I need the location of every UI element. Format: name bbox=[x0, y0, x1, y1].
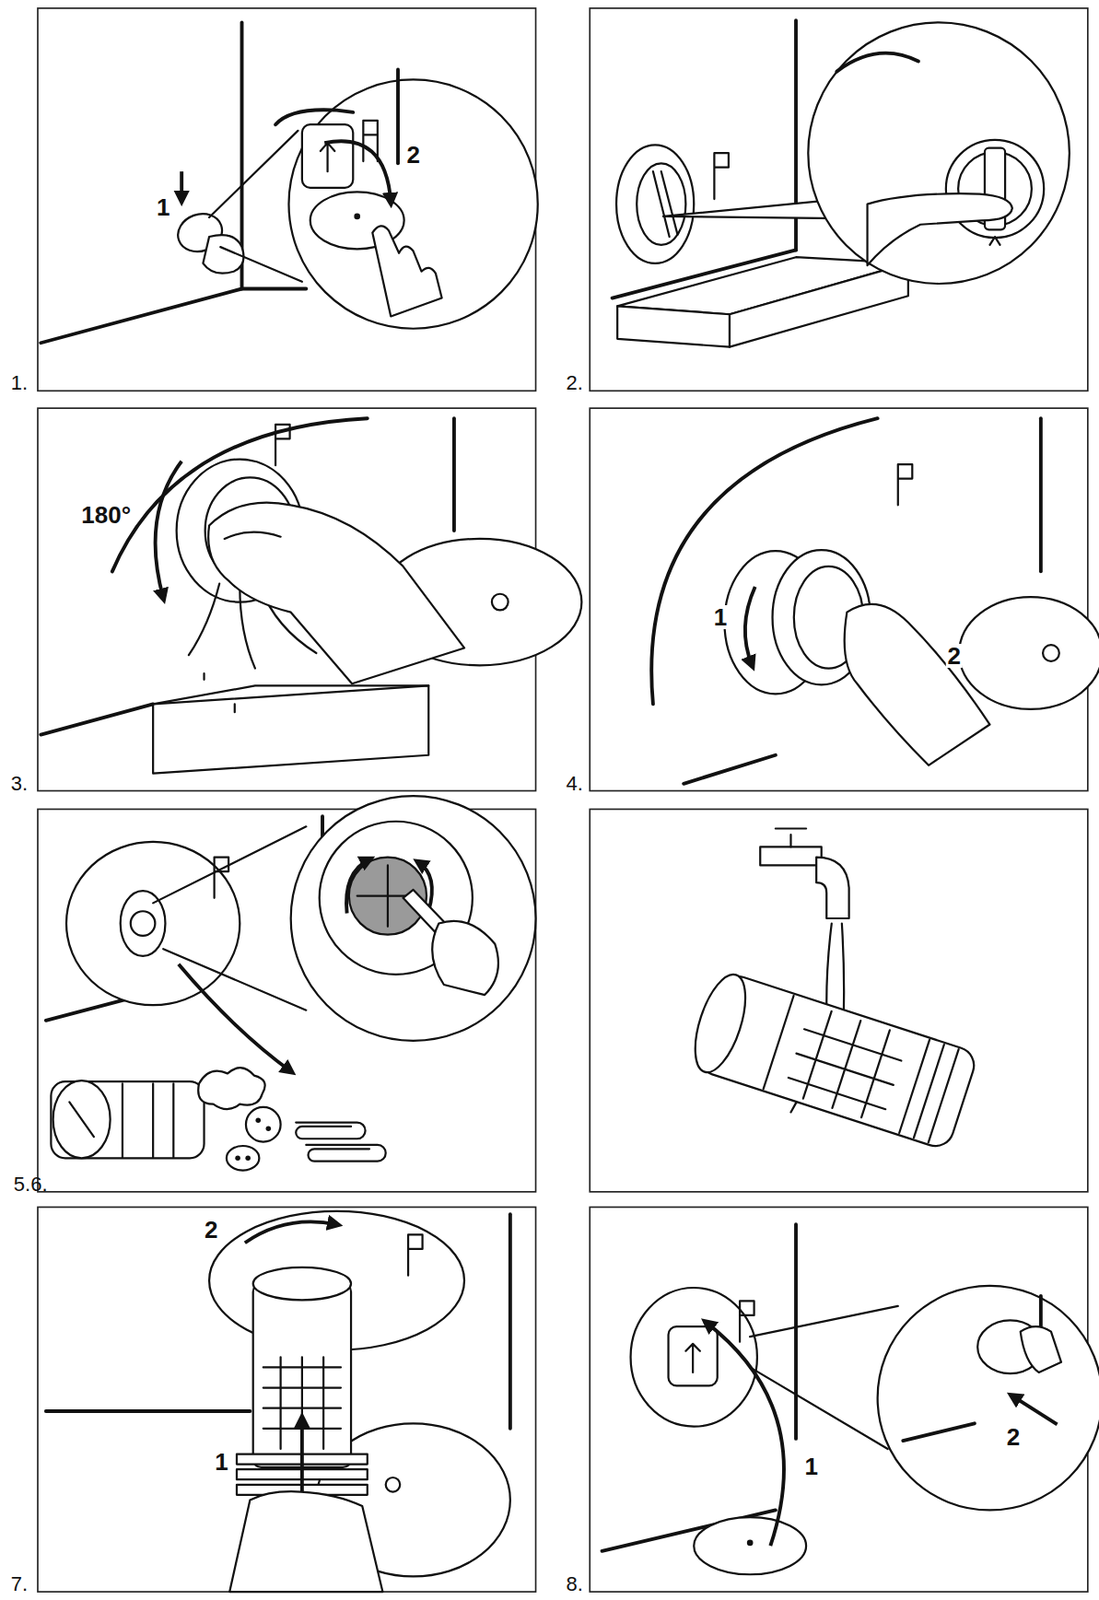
callout-number: 1 bbox=[802, 1454, 819, 1479]
step-number: 7. bbox=[11, 1574, 28, 1595]
step-number: 2. bbox=[565, 373, 583, 394]
callout-number: 1 bbox=[212, 1449, 230, 1474]
step-number: 1. bbox=[11, 373, 28, 394]
callout-number: 2 bbox=[202, 1217, 220, 1242]
callout-number: 1 bbox=[154, 195, 172, 220]
callout-number: 180° bbox=[79, 502, 133, 527]
callout-number: 2 bbox=[404, 142, 421, 167]
step-number: 3. bbox=[11, 773, 28, 795]
step-number: 4. bbox=[565, 773, 583, 795]
step-number: 8. bbox=[565, 1574, 583, 1595]
callout-number: 1 bbox=[712, 605, 729, 630]
callout-number: 2 bbox=[945, 643, 962, 668]
step-number: 5.6. bbox=[13, 1174, 48, 1195]
callout-number: 2 bbox=[1005, 1425, 1022, 1450]
